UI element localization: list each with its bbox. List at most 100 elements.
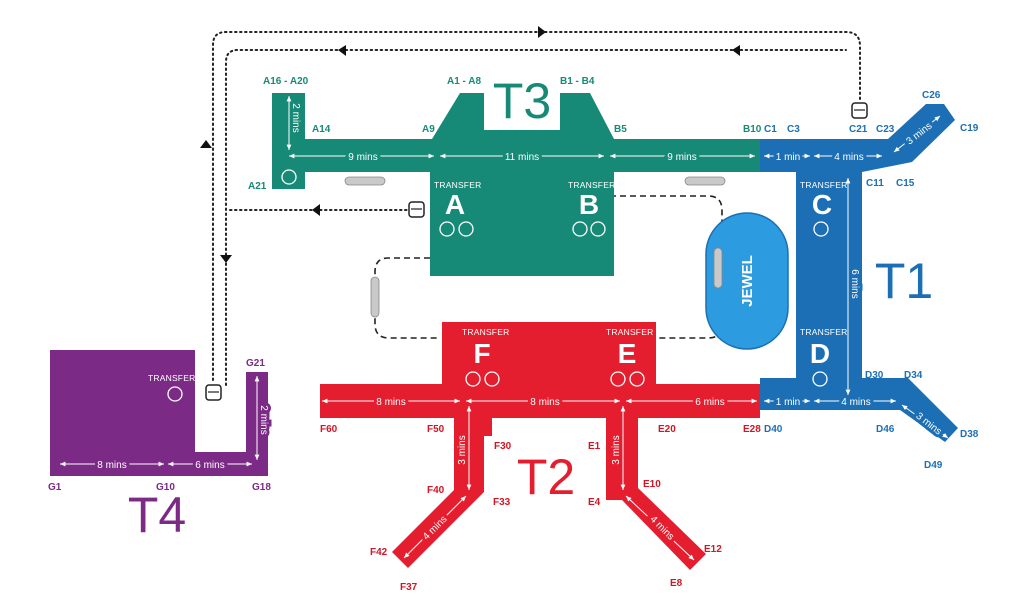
gate-label: C3 <box>787 124 800 135</box>
gate-label: A9 <box>422 124 435 135</box>
gate-label: C19 <box>960 123 979 134</box>
gate-label: A16 - A20 <box>263 76 309 87</box>
pier-c: TRANSFER C <box>800 180 847 237</box>
gate-label: G1 <box>48 482 62 493</box>
terminal-3-building <box>272 93 760 276</box>
smoking-lounge-icon <box>281 169 297 185</box>
skytrain-icon <box>370 276 380 318</box>
transfer-label: TRANSFER <box>148 373 195 383</box>
skytrain-icon <box>344 176 386 186</box>
transfer-label: TRANSFER <box>800 180 847 190</box>
terminal-2-building <box>320 322 760 570</box>
walk-time: 1 min <box>776 397 800 408</box>
walk-time: 6 mins <box>695 397 724 408</box>
route-arrow-icon <box>200 140 212 148</box>
pier-letter-d: D <box>810 338 830 369</box>
gate-labels-t1: C1 C3 C21 C23 C26 C19 C11 C15 D30 D34 D4… <box>764 90 979 471</box>
gate-label: A1 - A8 <box>447 76 482 87</box>
walk-time: 6 mins <box>849 269 860 298</box>
walk-time: 1 min <box>776 152 800 163</box>
gate-label: C11 <box>866 178 884 189</box>
gate-label: C1 <box>764 124 777 135</box>
gate-label: F40 <box>427 485 445 496</box>
bus-icon <box>205 384 222 401</box>
jewel-building: JEWEL <box>705 212 789 350</box>
gate-label: D34 <box>904 370 923 381</box>
walk-time: 9 mins <box>348 152 377 163</box>
bus-route-lines <box>200 26 861 386</box>
pier-letter-b: B <box>579 189 599 220</box>
walk-time: 8 mins <box>376 397 405 408</box>
walk-time: 8 mins <box>530 397 559 408</box>
smoking-lounge-icon <box>610 371 626 387</box>
terminal-1-title: T1 <box>875 253 933 309</box>
walk-time: 2 mins <box>290 103 301 132</box>
gate-label: D40 <box>764 424 783 435</box>
pier-d: TRANSFER D <box>800 327 847 387</box>
gate-label: E20 <box>658 424 676 435</box>
bus-icon <box>851 102 868 119</box>
gate-label: D49 <box>924 460 943 471</box>
pier-letter-e: E <box>618 338 637 369</box>
gate-label: G21 <box>246 358 265 369</box>
skytrain-lines <box>374 195 723 339</box>
gate-label: B10 <box>743 124 762 135</box>
terminal-4-title: T4 <box>128 487 186 543</box>
route-arrow-icon <box>538 26 546 38</box>
route-arrow-icon <box>338 45 346 56</box>
transfer-label: TRANSFER <box>434 180 481 190</box>
walk-time: 2 mins <box>258 405 269 434</box>
terminal-4-building <box>50 350 268 476</box>
gate-label: F60 <box>320 424 338 435</box>
transfer-desk-icon <box>167 386 183 402</box>
terminal-1-building <box>760 104 958 442</box>
gate-label: G10 <box>156 482 175 493</box>
pier-letter-a: A <box>445 189 465 220</box>
gate-label: C21 <box>849 124 868 135</box>
gate-label: C23 <box>876 124 895 135</box>
pier-t4: TRANSFER <box>148 373 195 402</box>
jewel-label: JEWEL <box>739 255 756 307</box>
gate-label: F37 <box>400 582 418 593</box>
smoking-lounge-icon <box>572 221 588 237</box>
gate-label: A14 <box>312 124 331 135</box>
gate-label: D30 <box>865 370 884 381</box>
gate-label: E1 <box>588 441 601 452</box>
skytrain-icon <box>713 247 723 289</box>
transfer-desk-icon <box>629 371 645 387</box>
smoking-lounge-icon <box>813 221 829 237</box>
gate-label: C15 <box>896 178 915 189</box>
gate-label: F50 <box>427 424 445 435</box>
walk-time: 11 mins <box>505 152 539 163</box>
gate-label: E28 <box>743 424 761 435</box>
gate-labels-t2: F60 F50 E20 E28 F30 E1 F40 E10 F33 E4 F4… <box>320 424 761 593</box>
gate-label: E12 <box>704 544 722 555</box>
pier-f: TRANSFER F <box>462 327 509 387</box>
route-arrow-icon <box>732 45 740 56</box>
pier-a: TRANSFER A <box>434 180 481 237</box>
transfer-label: TRANSFER <box>606 327 653 337</box>
gate-labels-t3: A16 - A20 A1 - A8 B1 - B4 A14 A9 B5 B10 … <box>248 76 762 192</box>
walk-time: 9 mins <box>667 152 696 163</box>
gate-label: D46 <box>876 424 895 435</box>
walk-time: 4 mins <box>834 152 863 163</box>
transfer-label: TRANSFER <box>462 327 509 337</box>
pier-letter-f: F <box>473 338 490 369</box>
gate-label: B5 <box>614 124 627 135</box>
gate-label: C26 <box>922 90 941 101</box>
gate-label: E8 <box>670 578 683 589</box>
smoking-lounge-icon <box>465 371 481 387</box>
gate-label: G18 <box>252 482 271 493</box>
transfer-desk-icon <box>590 221 606 237</box>
gate-label: D38 <box>960 429 979 440</box>
bus-icon <box>408 201 425 218</box>
gate-label: A21 <box>248 181 267 192</box>
terminal-2-title: T2 <box>517 449 575 505</box>
terminal-3-title: T3 <box>493 73 551 129</box>
gate-label: F42 <box>370 547 388 558</box>
gate-label: E4 <box>588 497 601 508</box>
transfer-label: TRANSFER <box>800 327 847 337</box>
gate-labels-t4: G21 G1 G10 G18 <box>48 358 271 493</box>
pier-e: TRANSFER E <box>606 327 653 387</box>
